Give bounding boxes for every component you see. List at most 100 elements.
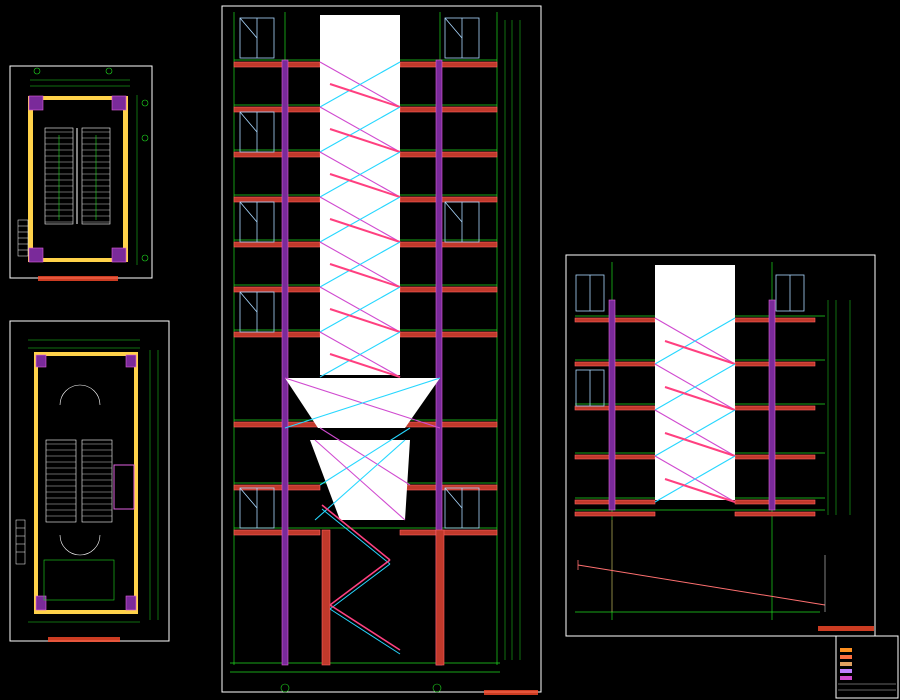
stair-flight-icon — [664, 386, 736, 411]
stair-flight-icon — [329, 559, 391, 606]
section-main-flights — [284, 61, 441, 655]
floor-slab — [233, 529, 321, 536]
stair-flight-icon — [329, 308, 401, 333]
stair-flight-icon — [329, 83, 401, 108]
stair-flight-icon — [664, 478, 736, 503]
legend-swatch — [840, 648, 852, 652]
stair-flight-icon — [319, 151, 401, 198]
floor-slab — [233, 196, 321, 203]
floor-slab — [574, 511, 656, 517]
window-icon — [239, 201, 258, 223]
plan-top-caption-mark — [38, 276, 118, 281]
stair-flight-icon — [319, 196, 401, 243]
floor-slab — [233, 331, 321, 338]
section-main-frame — [221, 5, 542, 693]
floor-slab — [233, 61, 321, 68]
window-icon — [444, 487, 463, 509]
section-right-level-marks — [827, 300, 851, 515]
legend-swatch — [840, 676, 852, 680]
stair-flight-icon — [329, 263, 401, 288]
stair-flight-icon — [329, 128, 401, 153]
floor-slab — [399, 106, 498, 113]
stair-flight-icon — [664, 432, 736, 457]
door-icon — [59, 384, 101, 556]
floor-slab — [233, 484, 321, 491]
floor-slab — [399, 151, 498, 158]
floor-slab — [399, 529, 498, 536]
floor-slab — [399, 196, 498, 203]
axis-bubble-icon — [280, 683, 442, 693]
stair-flight-icon — [329, 563, 391, 610]
section-right-flights — [654, 317, 736, 503]
ladder-icon — [17, 219, 29, 257]
window-icon — [239, 17, 258, 39]
stair-flight-icon — [319, 427, 411, 486]
floor-slab — [233, 421, 321, 428]
floor-slab — [399, 61, 498, 68]
plan-bottom-stair-flights — [45, 439, 113, 523]
section-right-walls — [608, 299, 776, 511]
stair-flight-icon — [319, 331, 401, 378]
plan-bottom-caption-mark — [48, 637, 120, 642]
stair-flight-icon — [319, 106, 401, 153]
stair-flight-icon — [654, 409, 736, 457]
section-main — [221, 5, 542, 695]
floor-slab — [734, 511, 816, 517]
floor-slab — [233, 151, 321, 158]
stair-flight-icon — [664, 340, 736, 365]
stair-flight-icon — [329, 353, 401, 378]
floor-slab — [399, 286, 498, 293]
stair-flight-icon — [284, 377, 441, 429]
stair-flight-icon — [654, 317, 736, 365]
window-icon — [444, 17, 463, 39]
section-right-frame — [565, 254, 876, 637]
window-icon — [239, 487, 258, 509]
window-icon — [239, 111, 258, 133]
stair-flight-icon — [329, 173, 401, 198]
section-right-ground-profile — [577, 520, 826, 612]
window-icon — [239, 291, 258, 313]
legend-swatch — [840, 662, 852, 666]
legend — [835, 635, 899, 699]
section-main-caption-mark — [484, 690, 538, 695]
ladder-icon — [15, 519, 26, 565]
stair-flight-icon — [319, 61, 401, 108]
stairwell-void-right — [655, 265, 735, 500]
floor-slab — [233, 241, 321, 248]
window-icon — [444, 201, 463, 223]
legend-frame — [835, 635, 899, 699]
stair-flight-icon — [329, 604, 401, 651]
section-main-level-marks — [504, 20, 521, 660]
stair-flight-icon — [329, 608, 401, 655]
plan-top — [9, 65, 153, 281]
floor-slab — [233, 106, 321, 113]
floor-slab — [399, 331, 498, 338]
plan-top-dimensions — [30, 79, 138, 265]
stair-flight-icon — [314, 439, 406, 521]
legend-swatch — [840, 669, 852, 673]
section-main-walls — [281, 59, 445, 666]
stairwell-void — [320, 15, 400, 375]
plan-top-walls — [28, 95, 128, 263]
stair-flight-icon — [654, 455, 736, 503]
stair-flight-icon — [321, 504, 391, 561]
plan-bottom — [9, 320, 170, 642]
floor-slab — [399, 241, 498, 248]
section-right-caption-mark — [818, 626, 874, 631]
stair-flight-icon — [329, 218, 401, 243]
floor-slab — [399, 484, 498, 491]
plan-bottom-frame — [9, 320, 170, 642]
section-main-windows — [239, 17, 480, 529]
stair-flight-icon — [654, 363, 736, 411]
legend-swatch — [840, 655, 852, 659]
floor-slab — [233, 286, 321, 293]
section-right — [565, 254, 876, 637]
stair-flight-icon — [321, 508, 391, 565]
stair-flight-icon — [319, 241, 401, 288]
plan-bottom-dimensions — [28, 339, 159, 623]
plan-top-stair-flights — [44, 127, 111, 225]
section-right-windows — [575, 274, 805, 407]
legend-items — [840, 648, 852, 680]
floor-slab — [399, 421, 498, 428]
